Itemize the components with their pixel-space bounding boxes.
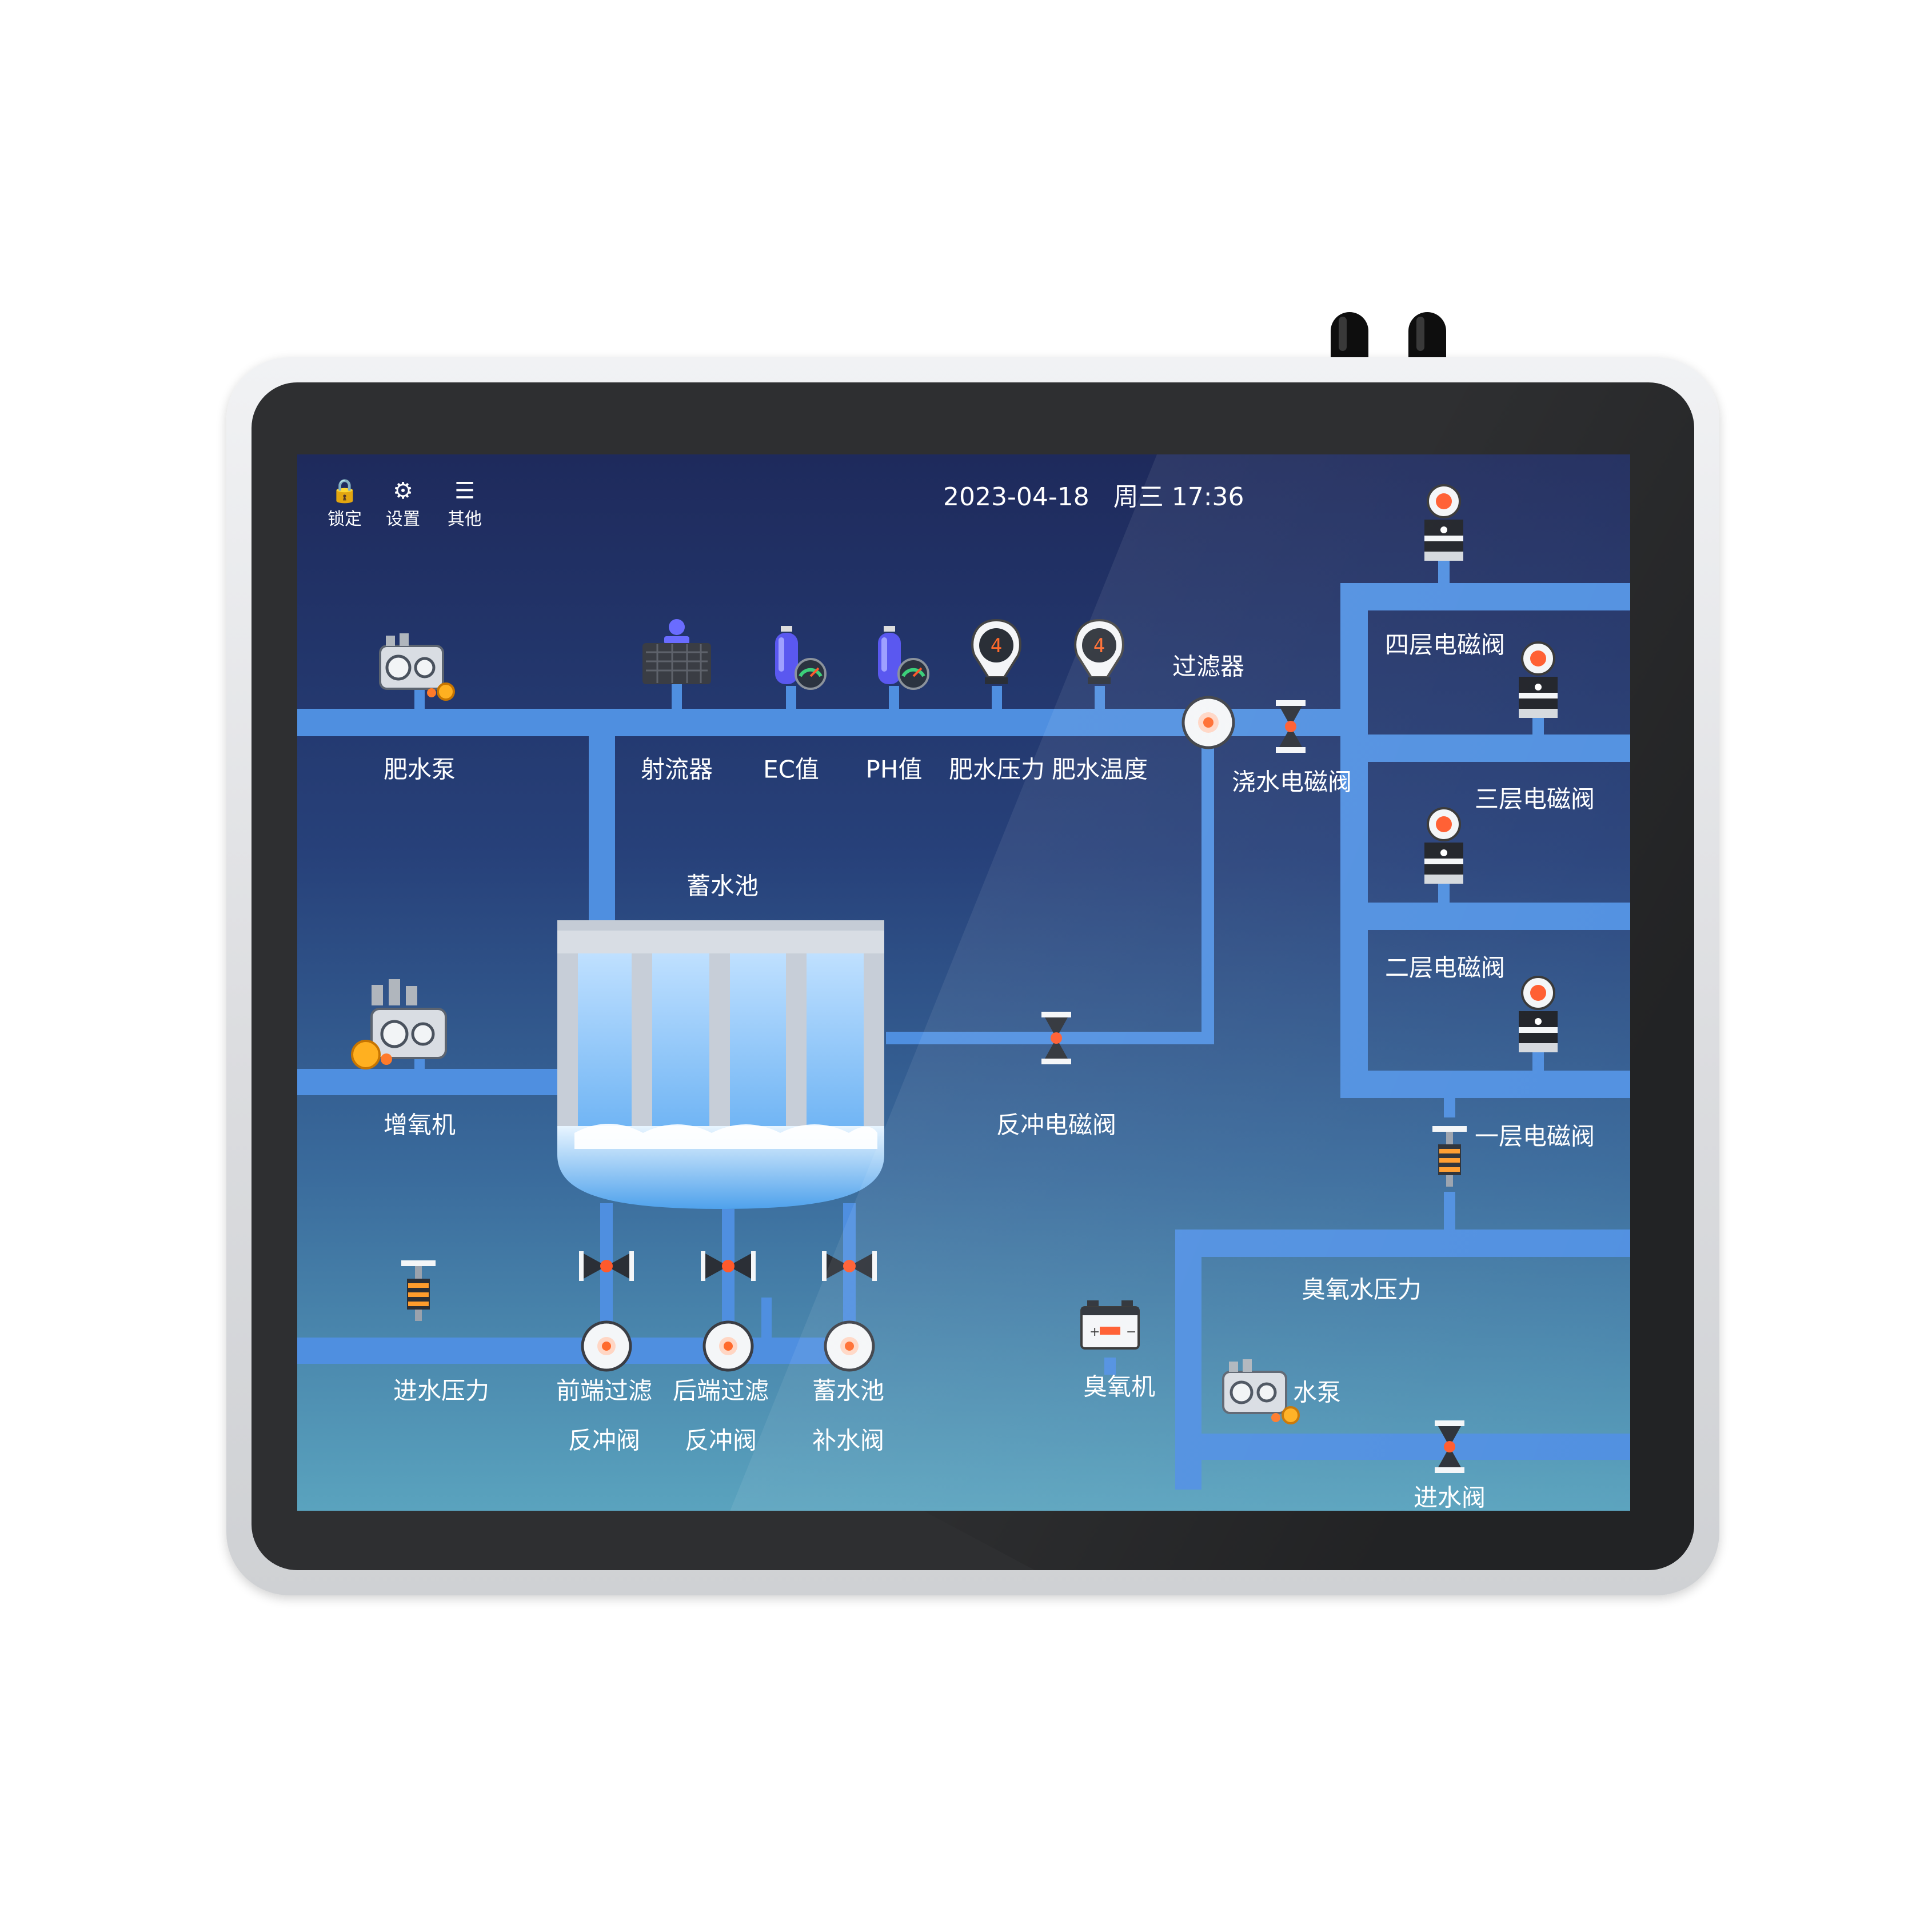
front-filter-label-1: 前端过滤 (556, 1376, 653, 1405)
rear-filter-label-2: 反冲阀 (684, 1426, 757, 1455)
inlet-valve-label: 进水阀 (1413, 1483, 1486, 1511)
svg-text:−: − (1126, 1325, 1136, 1339)
floor2-valve-label: 二层电磁阀 (1385, 953, 1506, 982)
front-filter-label-2: 反冲阀 (568, 1426, 641, 1455)
ozone-machine-label: 臭氧机 (1083, 1372, 1156, 1401)
filter-icon[interactable] (1181, 696, 1235, 749)
reservoir-tank-icon[interactable] (557, 920, 884, 1209)
rear-filter-icon[interactable] (702, 1320, 754, 1372)
inlet-pressure-label: 进水压力 (393, 1376, 490, 1405)
backflush-valve-icon[interactable] (1041, 1012, 1071, 1064)
fertilizer-pump-icon[interactable] (379, 633, 455, 701)
antenna-left (1331, 312, 1368, 364)
ozone-machine-icon[interactable]: + − (1080, 1300, 1140, 1350)
ph-sensor-icon[interactable] (878, 626, 929, 690)
water-pump-icon[interactable] (1222, 1359, 1300, 1424)
lock-button[interactable]: 🔒 锁定 (319, 477, 370, 530)
floor3-valve-label: 三层电磁阀 (1475, 785, 1595, 813)
inlet-valve-icon[interactable] (1435, 1420, 1464, 1473)
antenna-right (1408, 312, 1446, 364)
ozone-pressure-sensor-icon[interactable] (1432, 1126, 1467, 1187)
pipes (297, 557, 1630, 1490)
other-label: 其他 (448, 509, 482, 529)
reservoir-fill-label-1: 蓄水池 (812, 1376, 885, 1405)
fertilizer-pressure-label: 肥水压力 (948, 755, 1045, 784)
reservoir-fill-valve-icon[interactable] (822, 1251, 877, 1281)
ec-value-label: EC值 (763, 755, 819, 784)
irrigation-valve-icon[interactable] (1276, 700, 1306, 753)
floor3-valve-icon[interactable] (1424, 807, 1463, 884)
floor4-valve-icon[interactable] (1519, 641, 1558, 718)
aerator-icon[interactable] (351, 979, 447, 1069)
lock-icon: 🔒 (330, 478, 359, 504)
rear-backflush-valve-icon[interactable] (701, 1251, 756, 1281)
floor4-top-sensor-icon[interactable] (1424, 484, 1463, 561)
rear-filter-label-1: 后端过滤 (672, 1376, 769, 1405)
fertilizer-temperature-label: 肥水温度 (1051, 755, 1148, 784)
irrigation-valve-label: 浇水电磁阀 (1231, 768, 1352, 796)
piping-diagram: 4 4 (297, 484, 1630, 1490)
aerator-label: 增氧机 (383, 1111, 456, 1139)
backflush-valve-label: 反冲电磁阀 (996, 1111, 1117, 1139)
water-pump-label: 水泵 (1292, 1378, 1342, 1407)
floor2-valve-icon[interactable] (1519, 976, 1558, 1052)
weekday-time-text: 周三 17:36 (1113, 482, 1244, 512)
settings-button[interactable]: ⚙ 设置 (377, 477, 429, 530)
front-filter-icon[interactable] (581, 1320, 632, 1372)
settings-label: 设置 (386, 509, 420, 529)
ozone-pressure-label: 臭氧水压力 (1301, 1275, 1422, 1304)
hmi-screen: 4 4 (297, 454, 1630, 1511)
temperature-sensor-icon[interactable]: 4 (1074, 618, 1124, 684)
lock-label: 锁定 (328, 509, 362, 529)
svg-text:4: 4 (1093, 634, 1105, 657)
reservoir-fill-filter-icon[interactable] (824, 1320, 875, 1372)
fertilizer-pump-label: 肥水泵 (383, 755, 456, 784)
list-icon: ☰ (454, 478, 475, 504)
reservoir-fill-label-2: 补水阀 (812, 1426, 885, 1455)
other-button[interactable]: ☰ 其他 (439, 477, 490, 530)
ph-value-label: PH值 (865, 755, 923, 784)
datetime-display: 2023-04-18 周三 17:36 (943, 476, 1244, 513)
front-backflush-valve-icon[interactable] (579, 1251, 634, 1281)
floor4-valve-label: 四层电磁阀 (1385, 630, 1506, 659)
date-text: 2023-04-18 (943, 482, 1089, 512)
gear-icon: ⚙ (393, 478, 413, 504)
reservoir-label: 蓄水池 (686, 872, 759, 900)
ejector-label: 射流器 (640, 755, 713, 784)
svg-text:+: + (1089, 1325, 1100, 1339)
pressure-gauge-icon[interactable]: 4 (971, 618, 1021, 684)
ec-sensor-icon[interactable] (775, 626, 827, 690)
floor1-valve-label: 一层电磁阀 (1475, 1122, 1595, 1151)
filter-label: 过滤器 (1172, 652, 1245, 681)
inlet-pressure-sensor-icon[interactable] (401, 1260, 436, 1321)
ejector-icon[interactable] (642, 619, 711, 684)
svg-text:4: 4 (991, 634, 1002, 657)
